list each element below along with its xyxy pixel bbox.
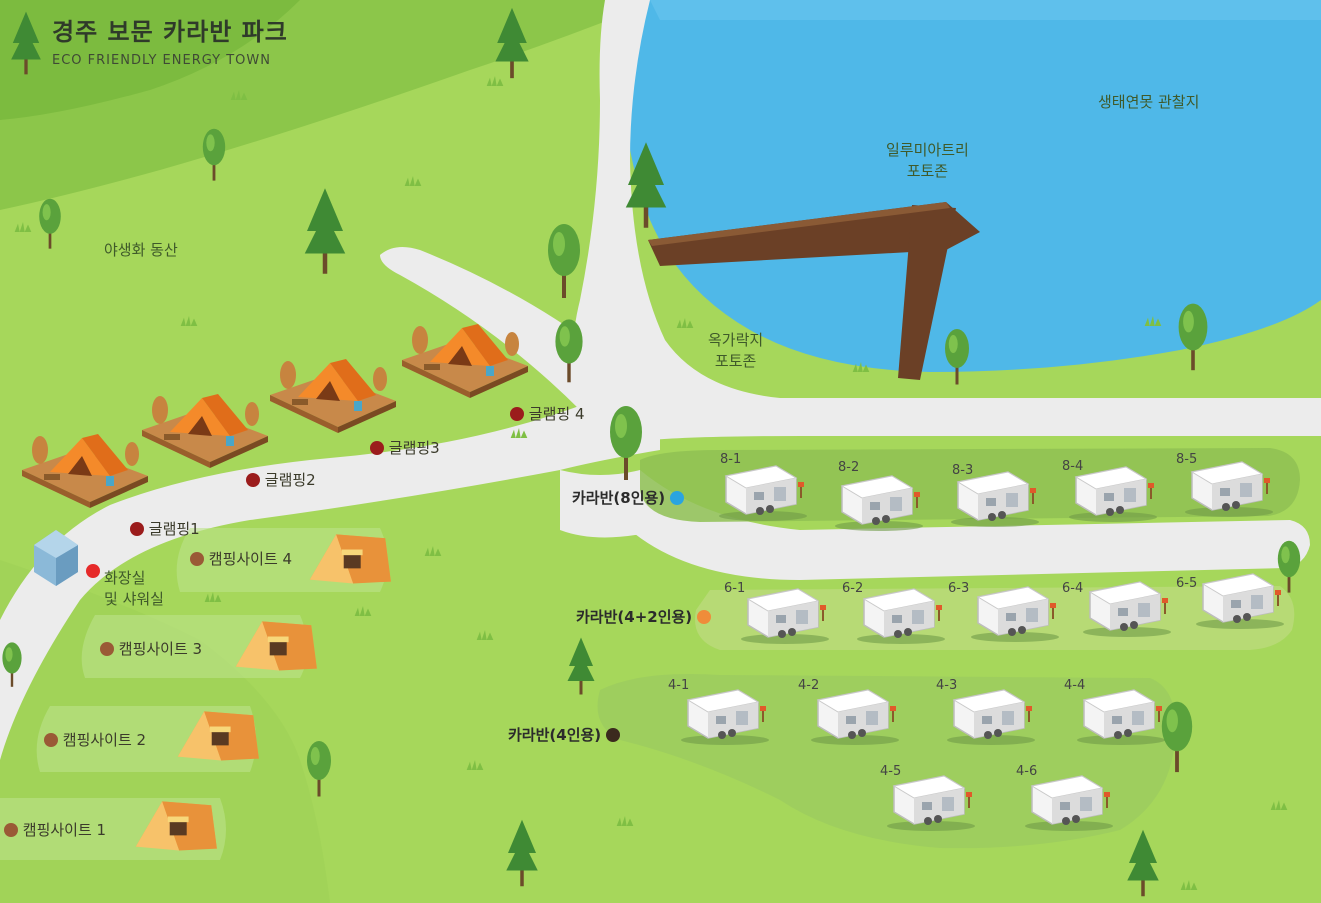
restroom-label-line2: 및 샤워실 (104, 590, 164, 608)
site-4-5[interactable]: 4-5 (880, 764, 902, 779)
site-8-4[interactable]: 8-4 (1062, 459, 1084, 474)
park-subtitle: ECO FRIENDLY ENERGY TOWN (52, 53, 271, 68)
site-8-1[interactable]: 8-1 (720, 452, 742, 467)
caravan-6-label[interactable]: 카라반(4+2인용) (576, 606, 712, 627)
site-6-1[interactable]: 6-1 (724, 581, 746, 596)
site-6-2[interactable]: 6-2 (842, 581, 864, 596)
area-illumination-line2: 포토존 (906, 162, 949, 180)
park-title-block: 경주 보문 카라반 파크 ECO FRIENDLY ENERGY TOWN (52, 12, 288, 68)
restroom-dot[interactable] (86, 564, 100, 578)
area-wildflower: 야생화 동산 (104, 241, 178, 259)
area-illumination-line1: 일루미아트리 (886, 141, 969, 159)
glamping-3-label[interactable]: 글램핑3 (370, 437, 440, 458)
site-8-2[interactable]: 8-2 (838, 460, 860, 475)
campsite-2-dot (44, 733, 58, 747)
area-rooftop: 옥가락지 포토존 (708, 330, 763, 372)
campsite-1-dot (4, 823, 18, 837)
area-rooftop-line2: 포토존 (714, 352, 757, 370)
site-6-3[interactable]: 6-3 (948, 581, 970, 596)
site-6-4[interactable]: 6-4 (1062, 581, 1084, 596)
glamping-1-label[interactable]: 글램핑1 (130, 518, 200, 539)
glamping-2-label[interactable]: 글램핑2 (246, 469, 316, 490)
caravan-4-label[interactable]: 카라반(4인용) (508, 724, 621, 745)
site-4-4[interactable]: 4-4 (1064, 678, 1086, 693)
area-illumination: 일루미아트리 포토존 (886, 140, 969, 182)
campsite-2-label[interactable]: 캠핑사이트 2 (44, 729, 146, 750)
glamping-4-label[interactable]: 글램핑 4 (510, 403, 585, 424)
area-rooftop-line1: 옥가락지 (708, 331, 764, 349)
park-title: 경주 보문 카라반 파크 (52, 18, 288, 46)
caravan-6-dot (697, 610, 712, 624)
glamping-4-dot (510, 407, 524, 421)
site-4-1[interactable]: 4-1 (668, 678, 690, 693)
campsite-3-label[interactable]: 캠핑사이트 3 (100, 638, 202, 659)
restroom-label: 화장실 및 샤워실 (104, 568, 164, 610)
site-8-3[interactable]: 8-3 (952, 463, 974, 478)
glamping-2-dot (246, 473, 260, 487)
campsite-3-dot (100, 642, 114, 656)
site-4-2[interactable]: 4-2 (798, 678, 820, 693)
site-4-6[interactable]: 4-6 (1016, 764, 1038, 779)
caravan-4-dot (606, 728, 621, 742)
caravan-8-label[interactable]: 카라반(8인용) (572, 487, 685, 508)
site-6-5[interactable]: 6-5 (1176, 576, 1198, 591)
campsite-1-label[interactable]: 캠핑사이트 1 (4, 819, 106, 840)
caravan-8-dot (670, 491, 685, 505)
glamping-1-dot (130, 522, 144, 536)
site-4-3[interactable]: 4-3 (936, 678, 958, 693)
glamping-3-dot (370, 441, 384, 455)
area-pond: 생태연못 관찰지 (1098, 93, 1200, 111)
site-8-5[interactable]: 8-5 (1176, 452, 1198, 467)
restroom-label-line1: 화장실 (104, 569, 146, 587)
campsite-4-label[interactable]: 캠핑사이트 4 (190, 548, 292, 569)
campsite-4-dot (190, 552, 204, 566)
